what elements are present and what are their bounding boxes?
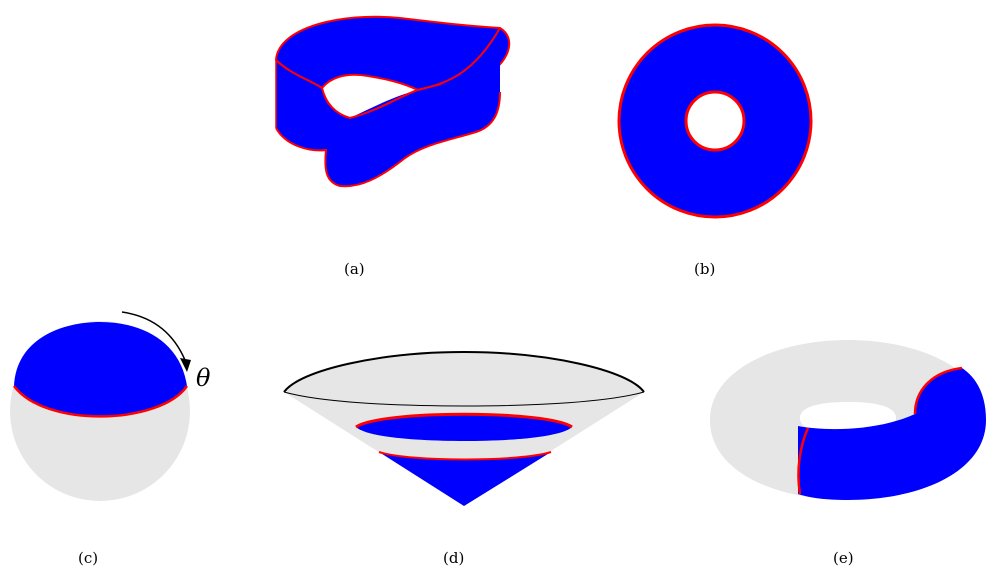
band-bottom-edge: [275, 91, 501, 188]
theta-arrow: [121, 311, 186, 361]
caption-d: (d): [443, 549, 465, 567]
band-top-edge: [275, 27, 501, 120]
theta-label: θ: [196, 364, 211, 392]
panel-a-band: [274, 15, 511, 188]
torus-cut-edge-right: [913, 366, 963, 415]
cone-inner-band-edge-top: [355, 412, 573, 429]
caption-b: (b): [694, 260, 716, 278]
caption-a: (a): [344, 260, 365, 278]
panel-c-sphere: [10, 311, 191, 501]
cone-inner-band: [356, 414, 572, 441]
panel-d-cone: [283, 350, 645, 506]
band-inner-edge: [321, 73, 419, 91]
panel-b-annulus: [617, 23, 813, 219]
torus-cut-edge-left: [797, 427, 810, 495]
torus-blue-section: [798, 368, 986, 500]
cone-lower-edge: [378, 451, 552, 461]
caption-c: (c): [78, 549, 99, 567]
annulus-hole: [684, 90, 746, 152]
sphere-cap: [14, 322, 187, 417]
band-side-wall: [276, 28, 501, 187]
panel-e-torus: [710, 340, 986, 500]
cone-tip: [379, 452, 551, 506]
caption-e: (e): [833, 549, 854, 567]
theta-arrowhead: [180, 358, 191, 372]
cone-rim-back: [283, 350, 645, 393]
sphere-cap-boundary: [12, 385, 189, 418]
cone-rim-front: [283, 391, 645, 407]
band-hole: [322, 74, 418, 118]
